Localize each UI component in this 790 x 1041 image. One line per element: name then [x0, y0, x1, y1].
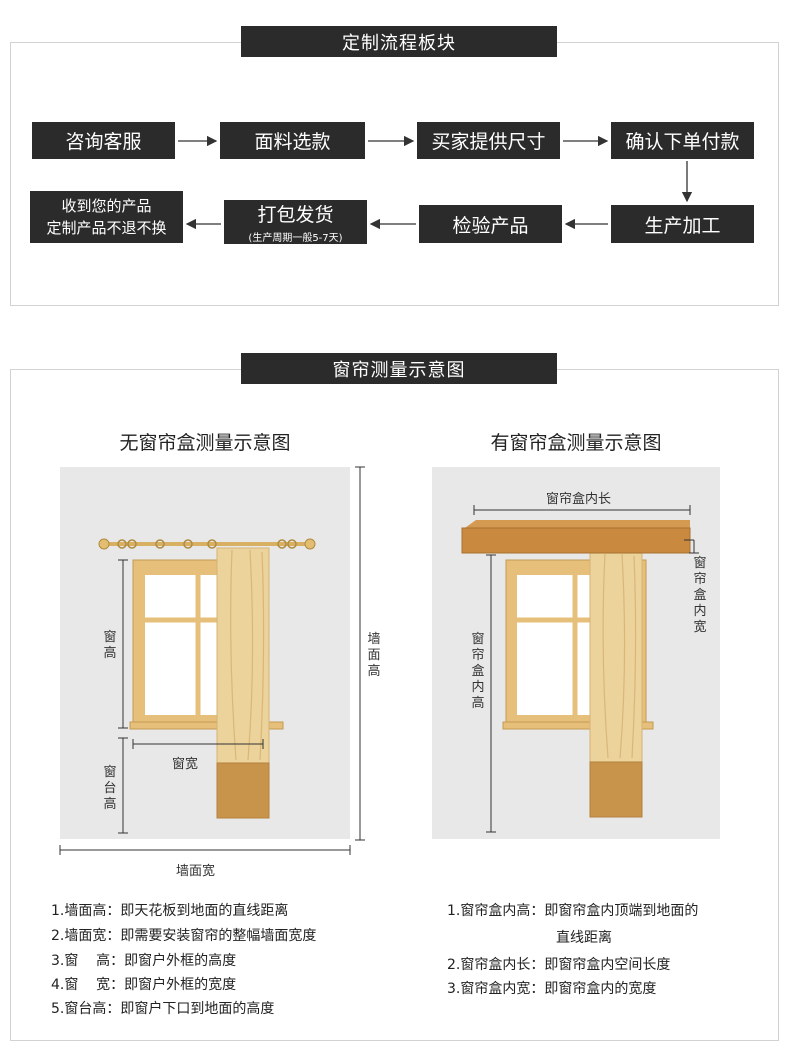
step-ship: 打包发货 (生产周期一般5-7天) — [224, 200, 367, 244]
measure-header: 窗帘测量示意图 — [241, 353, 557, 384]
step-receive-line2: 定制产品不退不换 — [46, 219, 167, 237]
label-box-height: 窗帘盒内高 — [471, 632, 485, 712]
step-size: 买家提供尺寸 — [417, 122, 560, 159]
right-window-sill — [502, 721, 654, 730]
right-curtain — [589, 551, 643, 763]
left-window-sill — [129, 721, 284, 730]
right-note-1-cont: 直线距离 — [556, 930, 612, 946]
step-inspect: 检验产品 — [419, 205, 562, 243]
left-diagram-title: 无窗帘盒测量示意图 — [119, 432, 291, 454]
right-note-1: 1.窗帘盒内高：即窗帘盒内顶端到地面的 — [447, 903, 699, 919]
step-receive-line1: 收到您的产品 — [61, 197, 152, 215]
process-panel — [10, 42, 779, 306]
label-box-width: 窗帘盒内宽 — [693, 556, 707, 635]
left-note-1: 1.墙面高：即天花板到地面的直线距离 — [51, 903, 289, 919]
left-note-2: 2.墙面宽：即需要安装窗帘的整幅墙面宽度 — [51, 928, 317, 944]
step-ship-label: 打包发货 — [257, 204, 334, 226]
right-note-3: 3.窗帘盒内宽：即窗帘盒内的宽度 — [447, 981, 657, 997]
label-window-width: 窗宽 — [172, 753, 199, 772]
left-curtain — [216, 547, 270, 764]
left-curtain-hem — [216, 762, 270, 819]
label-sill-height: 窗台高 — [103, 765, 117, 813]
right-curtain-hem — [589, 761, 643, 818]
left-note-5: 5.窗台高：即窗户下口到地面的高度 — [51, 1001, 275, 1017]
step-produce: 生产加工 — [611, 205, 754, 243]
left-note-4: 4.窗 宽：即窗户外框的宽度 — [51, 977, 237, 993]
process-header: 定制流程板块 — [241, 26, 557, 57]
step-confirm: 确认下单付款 — [611, 122, 754, 159]
step-ship-note: (生产周期一般5-7天) — [248, 233, 343, 244]
right-note-2: 2.窗帘盒内长：即窗帘盒内空间长度 — [447, 957, 671, 973]
step-fabric: 面料选款 — [220, 122, 365, 159]
label-box-length: 窗帘盒内长 — [544, 488, 614, 507]
step-receive: 收到您的产品 定制产品不退不换 — [30, 191, 183, 243]
right-diagram-title: 有窗帘盒测量示意图 — [490, 432, 662, 454]
curtain-box — [461, 527, 691, 554]
label-wall-width: 墙面宽 — [176, 860, 216, 879]
label-window-height: 窗高 — [103, 630, 117, 662]
label-wall-height: 墙面高 — [367, 632, 381, 679]
process-arrows — [178, 135, 693, 230]
step-consult: 咨询客服 — [32, 122, 175, 159]
left-note-3: 3.窗 高：即窗户外框的高度 — [51, 953, 237, 969]
